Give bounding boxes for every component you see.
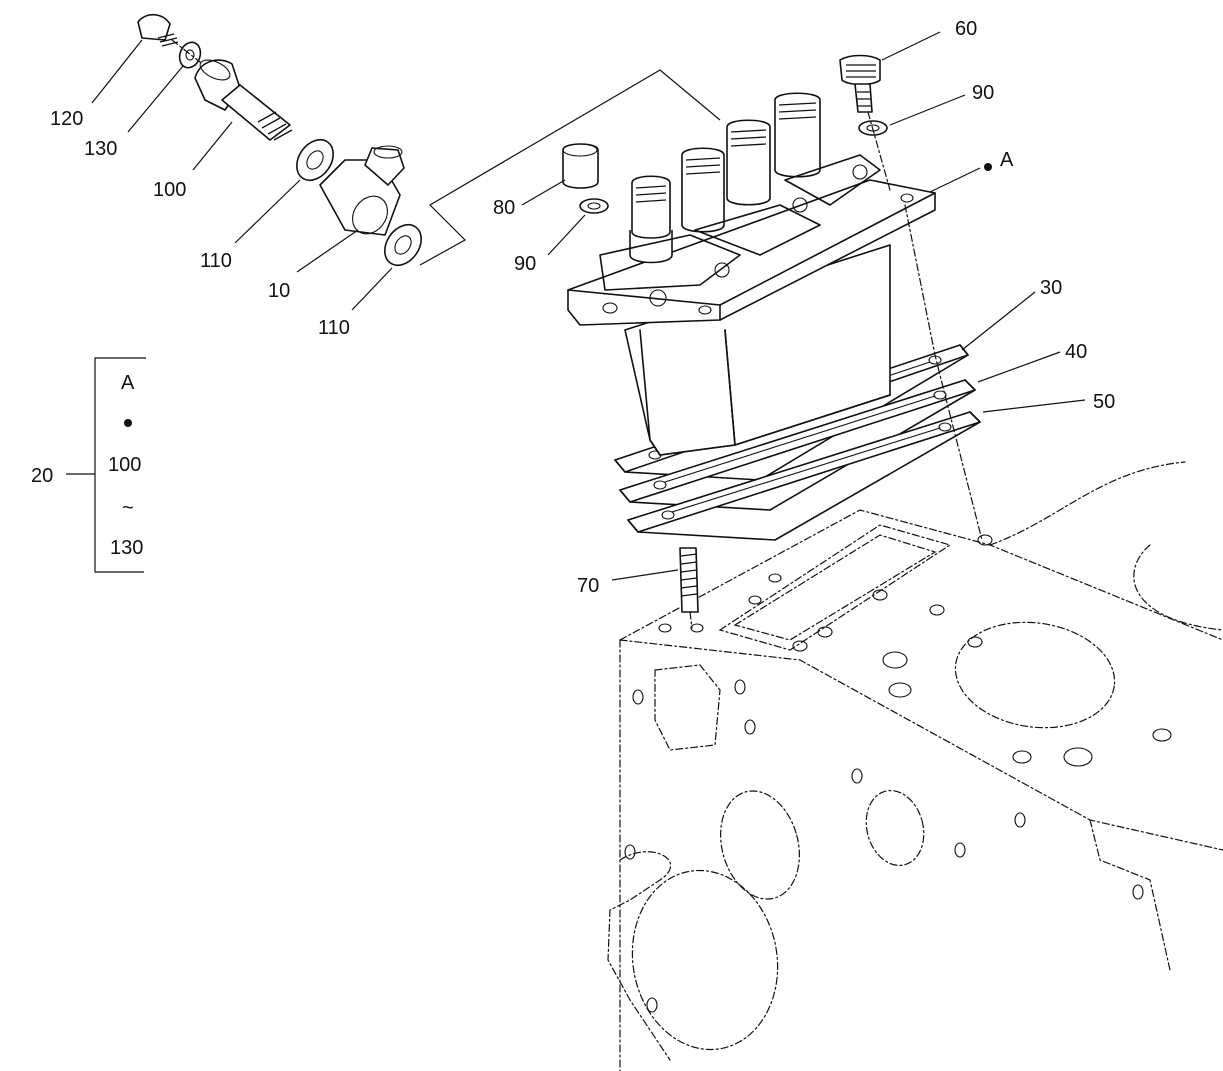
callout-80: 80 (493, 197, 515, 219)
washer-110-upper (296, 138, 334, 182)
callout-40: 40 (1065, 341, 1087, 363)
callout-50: 50 (1093, 391, 1115, 413)
gasket-40 (619, 379, 976, 511)
callout-90-top: 90 (972, 82, 994, 104)
fitting-axis (171, 39, 201, 63)
connection-outline (419, 69, 721, 266)
group-bracket-20: 20 A 100 ~ 130 (31, 357, 146, 573)
gasket-50 (627, 411, 981, 541)
callout-60: 60 (955, 18, 977, 40)
callout-130: 130 (84, 138, 117, 160)
washer-130 (178, 41, 202, 69)
pump-element-3 (726, 119, 771, 206)
pump-element-4 (774, 92, 821, 178)
callout-110-lower: 110 (318, 317, 350, 339)
banjo-fitting-10 (319, 145, 405, 236)
callout-assembly-a: A (1000, 149, 1014, 171)
callout-70: 70 (577, 575, 599, 597)
callout-10: 10 (268, 280, 290, 302)
cap-80 (562, 143, 599, 189)
callout-30: 30 (1040, 277, 1062, 299)
banjo-bolt-100 (194, 59, 293, 141)
injection-pump-body (567, 92, 936, 456)
callout-110-upper: 110 (200, 250, 232, 272)
washer-110-lower (384, 223, 422, 267)
filled-dot-icon (124, 419, 132, 427)
callout-120: 120 (50, 108, 83, 130)
bolt-120 (137, 13, 179, 47)
callout-100: 100 (153, 179, 186, 201)
washer-90-left (579, 198, 609, 214)
stud-70 (679, 547, 699, 629)
bolt-60 (839, 54, 881, 113)
bullet-icon (984, 163, 992, 171)
bolt-axis (867, 111, 891, 191)
callout-20: 20 (31, 465, 53, 487)
bracket-label-to: 130 (110, 537, 143, 559)
bracket-label-a: A (121, 372, 135, 394)
pump-element-1 (629, 175, 673, 264)
pump-element-2 (681, 147, 725, 233)
alignment-line-right (904, 204, 983, 541)
engine-block (607, 461, 1223, 1071)
callout-labels: 60 90 A 80 90 30 40 50 70 120 130 100 11… (50, 18, 1115, 597)
bracket-label-from: 100 (108, 454, 141, 476)
tilde-range-icon: ~ (122, 497, 134, 519)
callout-90-left: 90 (514, 253, 536, 275)
leader-lines (91, 31, 1086, 581)
